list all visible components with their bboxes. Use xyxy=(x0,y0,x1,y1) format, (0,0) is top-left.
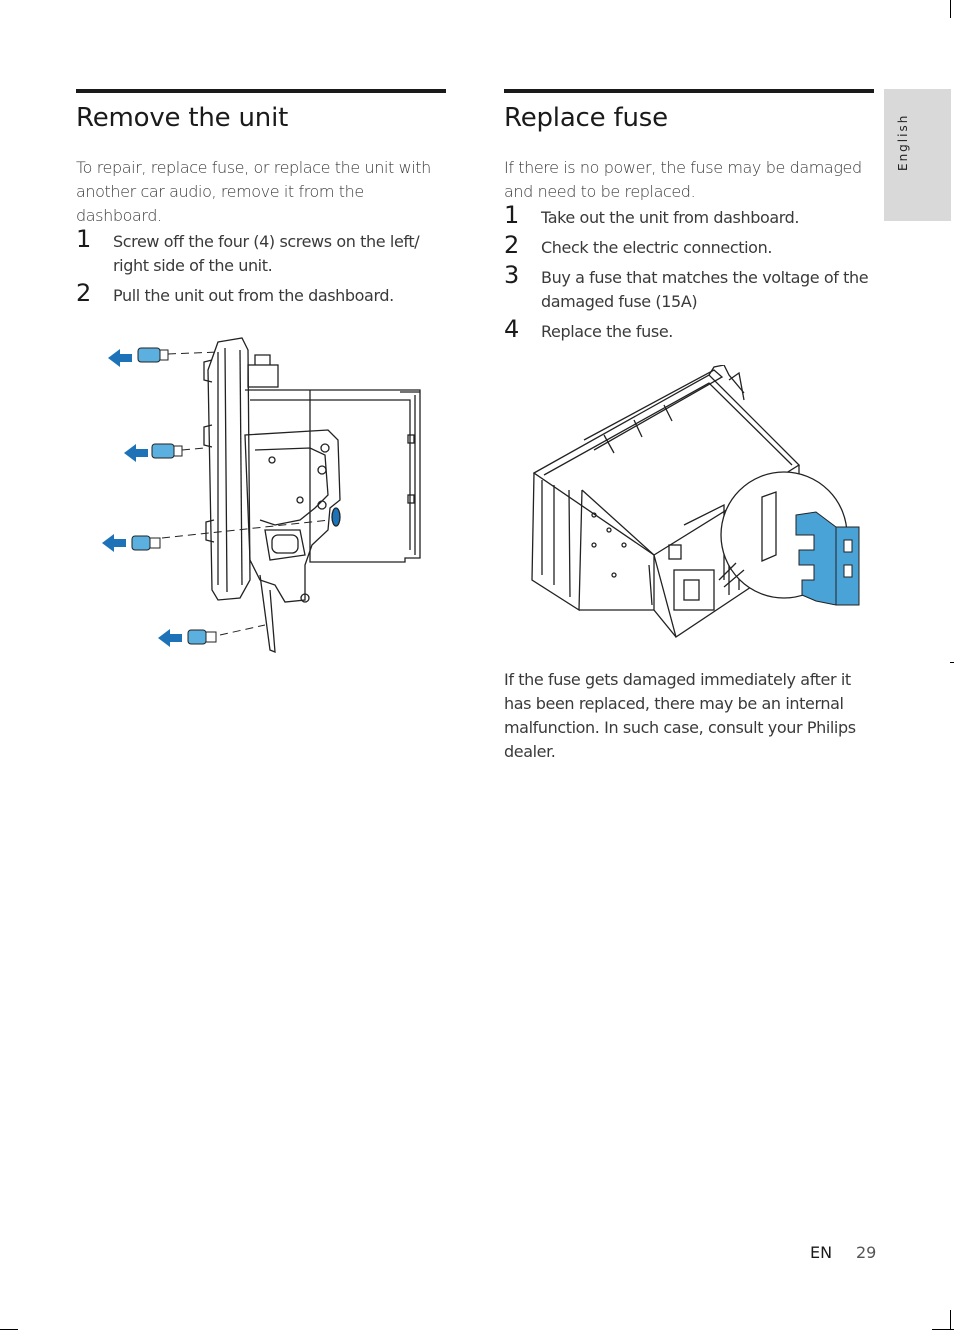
section-intro: To repair, replace fuse, or replace the … xyxy=(76,158,431,225)
step-text: Screw off the four (4) screws on the lef… xyxy=(113,232,420,275)
unit-removal-illustration xyxy=(102,337,421,653)
screw-1 xyxy=(137,347,169,363)
step-text: Pull the unit out from the dashboard. xyxy=(113,286,394,305)
step-number: 2 xyxy=(504,231,519,259)
step-item: 3 Buy a fuse that matches the voltage of… xyxy=(504,261,874,314)
language-tab-label: English xyxy=(896,113,910,171)
step-number: 3 xyxy=(504,261,519,289)
fuse-replacement-illustration xyxy=(531,365,860,639)
step-text: Take out the unit from dashboard. xyxy=(541,208,800,227)
step-item: 2 Pull the unit out from the dashboard. xyxy=(76,279,446,308)
screw-3 xyxy=(131,535,161,551)
screw-2 xyxy=(151,443,183,459)
step-text: Buy a fuse that matches the voltage of t… xyxy=(541,268,869,311)
crop-mark xyxy=(950,0,951,18)
crop-mark xyxy=(950,1310,951,1330)
remove-unit-section: Remove the unit To repair, replace fuse,… xyxy=(76,89,446,314)
crop-mark xyxy=(950,662,954,663)
section-rule xyxy=(504,89,874,93)
step-text: Check the electric connection. xyxy=(541,238,773,257)
step-number: 4 xyxy=(504,315,519,343)
step-item: 4 Replace the fuse. xyxy=(504,315,874,344)
section-intro: If there is no power, the fuse may be da… xyxy=(504,158,862,201)
step-item: 2 Check the electric connection. xyxy=(504,231,874,260)
footer-language: EN xyxy=(810,1243,833,1262)
language-tab: English xyxy=(884,89,951,221)
replace-fuse-section: Replace fuse If there is no power, the f… xyxy=(504,89,874,350)
section-title: Replace fuse xyxy=(504,103,668,133)
section-title: Remove the unit xyxy=(76,103,289,133)
section-rule xyxy=(76,89,446,93)
step-item: 1 Screw off the four (4) screws on the l… xyxy=(76,225,446,278)
screw-4 xyxy=(187,629,217,645)
step-number: 2 xyxy=(76,279,91,307)
step-list: 1 Screw off the four (4) screws on the l… xyxy=(76,225,446,308)
fuse-shape xyxy=(795,511,860,606)
step-number: 1 xyxy=(76,225,91,253)
step-list: 1 Take out the unit from dashboard. 2 Ch… xyxy=(504,201,874,344)
step-text: Replace the fuse. xyxy=(541,322,673,341)
step-item: 1 Take out the unit from dashboard. xyxy=(504,201,874,230)
step-number: 1 xyxy=(504,201,519,229)
page-number: 29 xyxy=(856,1243,877,1262)
after-note: If the fuse gets damaged immediately aft… xyxy=(504,670,856,761)
